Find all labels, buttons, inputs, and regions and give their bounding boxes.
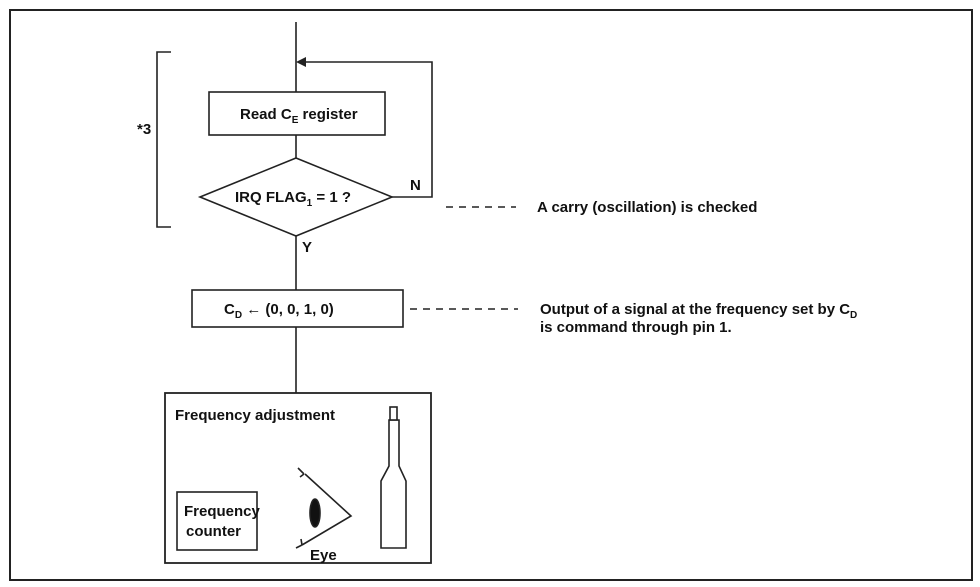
assign-label: CD ← (0, 0, 1, 0) — [224, 301, 334, 321]
screwdriver-icon — [380, 406, 407, 549]
output-note-line1: Output of a signal at the frequency set … — [540, 301, 857, 321]
read-register-box — [208, 91, 386, 136]
decision-label: IRQ FLAG1 = 1 ? — [235, 189, 351, 209]
eye-icon — [295, 467, 353, 549]
bracket-label: *3 — [137, 121, 151, 138]
loop-arrowhead — [296, 57, 306, 67]
frequency-adjustment-title: Frequency adjustment — [175, 407, 335, 424]
eye-label: Eye — [310, 547, 337, 564]
no-branch-label: N — [410, 177, 421, 194]
output-note-line2: is command through pin 1. — [540, 319, 732, 336]
yes-branch-label: Y — [302, 239, 312, 256]
loop-back-line — [298, 61, 433, 198]
frequency-counter-line2: counter — [186, 523, 241, 540]
read-register-label: Read CE register — [240, 106, 358, 126]
frequency-counter-line1: Frequency — [184, 503, 261, 520]
assign-box — [191, 289, 404, 328]
carry-note: A carry (oscillation) is checked — [537, 199, 757, 216]
loop-bracket — [156, 51, 171, 228]
frequency-counter-box — [176, 491, 258, 551]
outer-border — [9, 9, 973, 581]
